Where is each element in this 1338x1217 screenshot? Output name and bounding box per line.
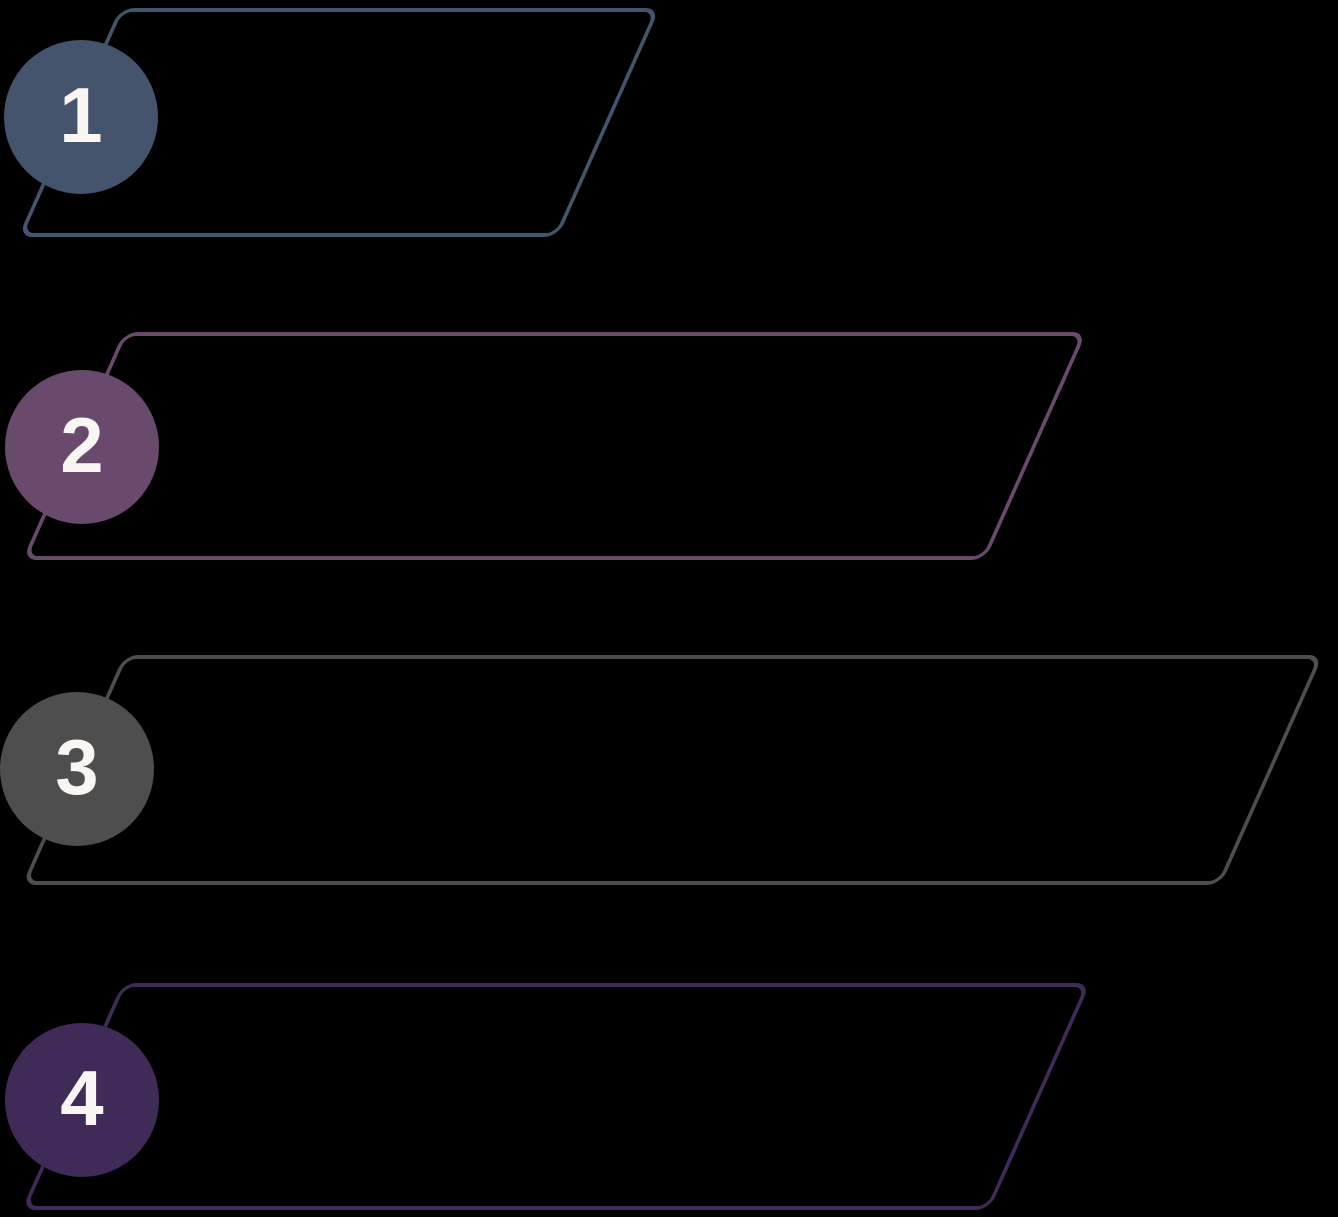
step-4-badge: 4 — [5, 1023, 159, 1177]
step-4-box — [21, 983, 1091, 1210]
step-3-number: 3 — [55, 723, 99, 811]
step-2-number: 2 — [60, 401, 104, 489]
step-1-badge: 1 — [4, 40, 158, 194]
step-3-badge: 3 — [0, 692, 154, 846]
step-4-number: 4 — [60, 1054, 104, 1142]
step-3-box — [21, 655, 1324, 885]
step-1-number: 1 — [59, 71, 103, 159]
step-2-box — [22, 332, 1087, 560]
step-2-badge: 2 — [5, 370, 159, 524]
